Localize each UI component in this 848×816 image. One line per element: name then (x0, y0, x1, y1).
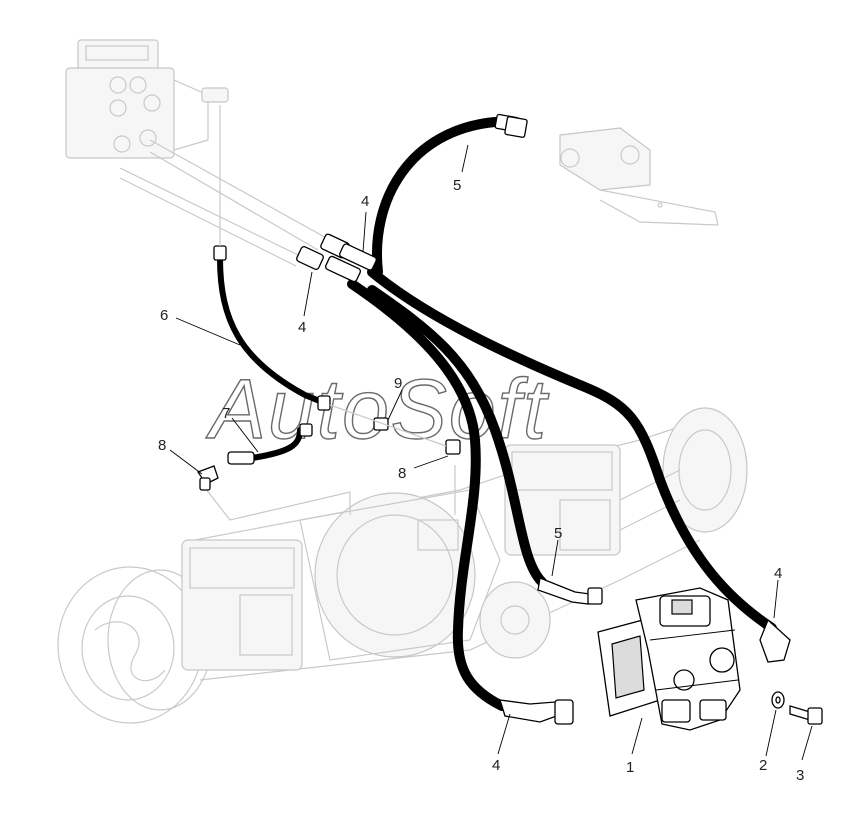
callout-5-low: 5 (554, 525, 562, 542)
steel-tubes (119, 139, 331, 267)
washer (771, 691, 785, 709)
callout-4-bottom: 4 (492, 757, 500, 774)
callout-8-left: 8 (158, 437, 166, 454)
callout-5-top: 5 (453, 177, 461, 194)
callout-6: 6 (160, 307, 168, 324)
hose-5-top (372, 117, 500, 277)
callout-4-right: 4 (774, 565, 782, 582)
hoses (217, 117, 777, 711)
callout-4-top: 4 (361, 193, 369, 210)
callouts: 5 4 4 6 7 9 8 8 5 4 4 1 2 3 (158, 177, 804, 784)
drive-axle (57, 407, 748, 724)
callout-8-right: 8 (398, 465, 406, 482)
fittings (197, 105, 791, 725)
callout-3: 3 (796, 767, 804, 784)
hose-5-low (367, 285, 547, 587)
control-valve-block (65, 39, 229, 159)
callout-2: 2 (759, 757, 767, 774)
hydraulic-pump (597, 587, 741, 731)
leader-lines (169, 144, 813, 761)
hose-4-right (367, 267, 777, 633)
background-assembly (57, 39, 748, 724)
bracket-lines (204, 465, 456, 521)
bolt (789, 705, 823, 725)
hose-4-bottom (347, 279, 507, 711)
callout-1: 1 (626, 759, 634, 776)
callout-4-mid: 4 (298, 319, 306, 336)
hose-6 (217, 255, 325, 405)
callout-7: 7 (222, 405, 230, 422)
upper-right-valve (559, 127, 719, 226)
callout-9: 9 (394, 375, 402, 392)
